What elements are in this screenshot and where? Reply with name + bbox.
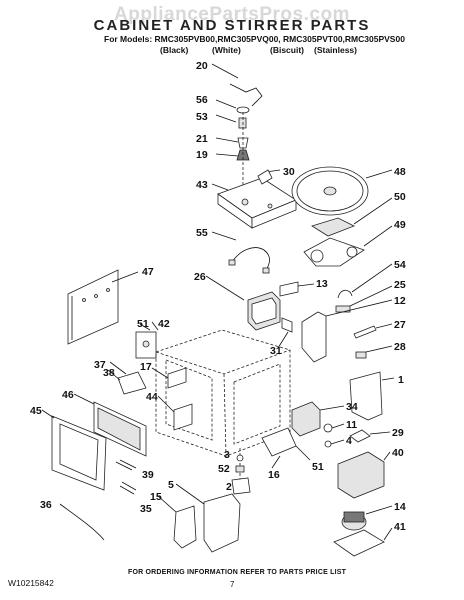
callout-20: 20: [196, 60, 208, 72]
part-26-transformer: [205, 275, 281, 331]
part-16-51-bracket: [261, 427, 311, 469]
callout-53: 53: [196, 111, 208, 123]
callout-30: 30: [283, 166, 295, 178]
callout-51-upper: 51: [137, 318, 149, 330]
part-34-holder: [291, 401, 345, 437]
part-5-fan-housing: [175, 483, 241, 553]
callout-3: 3: [224, 449, 230, 461]
callout-16: 16: [268, 469, 280, 481]
variant-stainless: (Stainless): [314, 45, 357, 55]
variant-black: (Black): [160, 45, 189, 55]
part-31-mount: [277, 317, 293, 349]
part-28-switch: [355, 345, 393, 359]
part-51-42-hinge: [135, 321, 159, 359]
part-39-rod: [115, 459, 137, 471]
callout-35: 35: [140, 503, 152, 515]
part-47-side-panel: [67, 269, 139, 345]
callout-1: 1: [398, 374, 404, 386]
part-30-clip: [257, 169, 281, 185]
part-45-door-frame: [41, 409, 107, 491]
part-20-stirrer-cover: [211, 63, 263, 107]
callout-2: 2: [226, 481, 232, 493]
callout-49: 49: [394, 219, 406, 231]
part-46-door-choke: [73, 393, 147, 457]
part-1-bracket: [349, 371, 395, 421]
part-36-lever: [59, 503, 105, 541]
watermark: AppliancePartsPros.com: [114, 4, 350, 25]
variant-white: (White): [212, 45, 241, 55]
part-55-wire-harness: [211, 231, 270, 274]
callout-27: 27: [394, 319, 406, 331]
callout-4: 4: [346, 435, 352, 447]
part-38-37-latch: [107, 361, 147, 395]
callout-12: 12: [394, 295, 406, 307]
callout-43: 43: [196, 179, 208, 191]
callout-14: 14: [394, 501, 406, 513]
callout-55: 55: [196, 227, 208, 239]
model-list: For Models: RMC305PVB00,RMC305PVQ00, RMC…: [104, 34, 405, 44]
callout-39: 39: [142, 469, 154, 481]
part-17-panel: [151, 367, 187, 389]
callout-21: 21: [196, 133, 208, 145]
part-50-roller-ring: [311, 197, 393, 237]
callout-13: 13: [316, 278, 328, 290]
callout-37: 37: [94, 359, 106, 371]
callout-15: 15: [150, 491, 162, 503]
callout-29: 29: [392, 427, 404, 439]
part-27-bracket: [353, 323, 393, 339]
stirrer-shaft-stack: [215, 99, 250, 188]
part-25-fuse: [335, 285, 393, 313]
part-15-duct: [157, 495, 197, 549]
part-3-52-2-stack: [231, 448, 251, 495]
page-title: CABINET AND STIRRER PARTS: [93, 17, 371, 34]
callout-50: 50: [394, 191, 406, 203]
callout-41: 41: [394, 521, 406, 533]
part-14-fan-blade: [341, 505, 393, 531]
part-43-stirrer-bracket: [211, 177, 297, 229]
callout-44: 44: [146, 391, 158, 403]
callout-51-lower: 51: [312, 461, 324, 473]
part-41-cover-plate: [333, 527, 393, 557]
part-54-spring: [337, 263, 393, 299]
part-13-terminal-block: [279, 281, 315, 297]
callout-48: 48: [394, 166, 406, 178]
callout-11: 11: [346, 419, 357, 431]
ordering-note: FOR ORDERING INFORMATION REFER TO PARTS …: [128, 569, 347, 576]
callout-19: 19: [196, 149, 208, 161]
callout-46: 46: [62, 389, 74, 401]
part-12-air-duct: [301, 299, 393, 363]
callout-40: 40: [392, 447, 404, 459]
callout-45: 45: [30, 405, 42, 417]
callout-56: 56: [196, 94, 208, 106]
callout-5: 5: [168, 479, 174, 491]
callout-36: 36: [40, 499, 52, 511]
part-49-rotating-guide: [303, 225, 393, 267]
callout-17: 17: [140, 361, 152, 373]
callout-38: 38: [103, 367, 115, 379]
part-11-4-fasteners: [323, 423, 345, 448]
part-44-plate: [157, 395, 193, 431]
document-number: W10215842: [8, 578, 54, 588]
callout-47: 47: [142, 266, 154, 278]
callout-54: 54: [394, 259, 406, 271]
callout-42: 42: [158, 318, 170, 330]
part-48-turntable: [291, 166, 393, 216]
callout-34: 34: [346, 401, 358, 413]
callout-52: 52: [218, 463, 230, 475]
part-29-40-fan-motor: [337, 429, 391, 499]
variant-biscuit: (Biscuit): [270, 45, 304, 55]
page-number: 7: [230, 580, 235, 589]
part-35-spring: [119, 481, 137, 495]
callout-31: 31: [270, 345, 282, 357]
callout-25: 25: [394, 279, 406, 291]
callout-26: 26: [194, 271, 206, 283]
callout-28: 28: [394, 341, 406, 353]
